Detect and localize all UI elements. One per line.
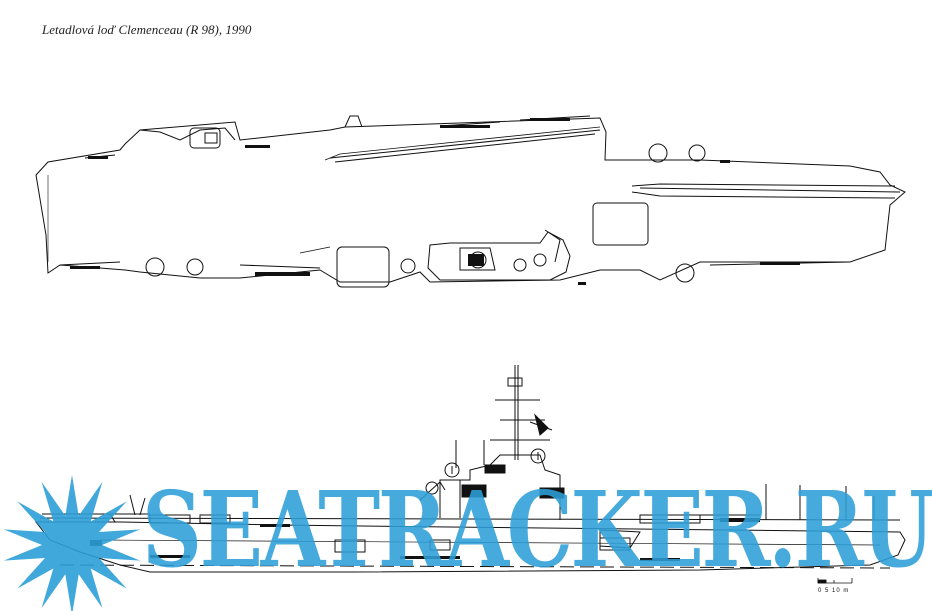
plan-view (35, 115, 906, 288)
plan-elevator-1 (592, 202, 649, 246)
watermark-text: SEATRACKER.RU (142, 468, 932, 591)
scale-bar (817, 578, 853, 584)
plan-island (427, 231, 571, 281)
scale-bar-label: 0 5 10 m (818, 588, 850, 594)
watermark-starburst (3, 475, 141, 611)
plan-elevator-2 (336, 246, 390, 288)
profile-island (439, 454, 561, 520)
plan-angled-deck-line (329, 129, 601, 159)
plan-dark-details (70, 118, 800, 285)
profile-view (34, 365, 906, 573)
drawing-caption: Letadlová loď Clemenceau (R 98), 1990 (42, 22, 252, 37)
plan-axial-deck-line (639, 187, 901, 193)
profile-hull (34, 521, 906, 573)
profile-waterline (59, 564, 891, 569)
